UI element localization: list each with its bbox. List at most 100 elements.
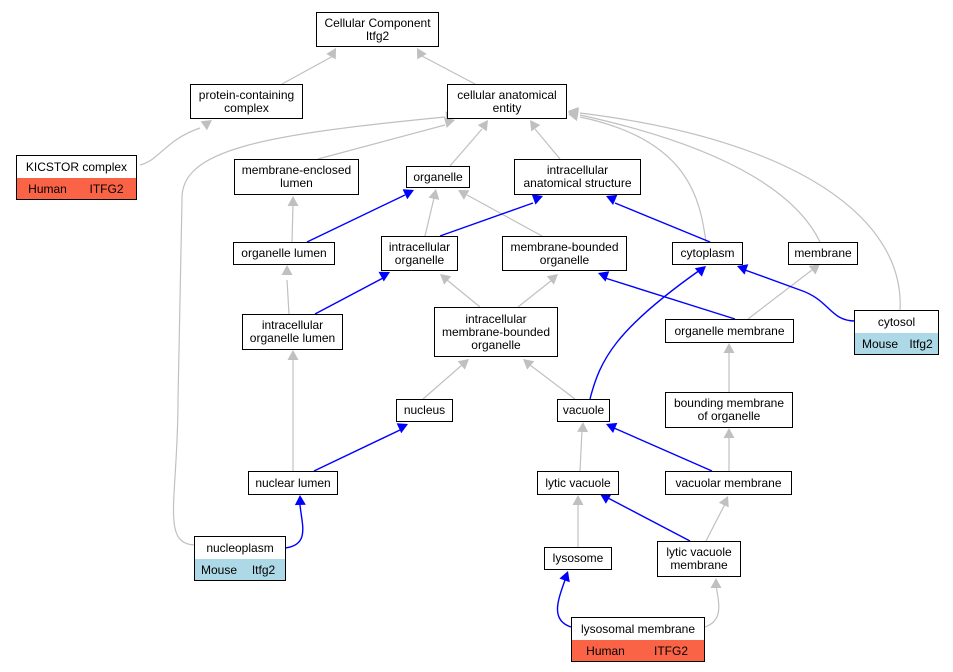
edge-nuclearlumen-nucleus-arrowhead <box>396 423 408 434</box>
edge-cytoplasm-entity <box>579 116 707 243</box>
edge-lumen-entity <box>317 124 446 160</box>
node-lytic-vacuole[interactable]: lytic vacuole <box>537 471 619 495</box>
edge-lysmem-lvm <box>704 584 720 628</box>
gene-node-nucleoplasm[interactable]: nucleoplasm Mouse Itfg2 <box>194 536 286 581</box>
edge-imbo-intraorg-arrowhead <box>440 274 452 285</box>
edge-mbo-organelle-arrowhead <box>458 190 470 200</box>
edge-lysosome-lyticvac-arrowhead <box>572 495 584 505</box>
edge-mbo-organelle <box>466 194 543 237</box>
node-lytic-vacuole-membrane[interactable]: lytic vacuole membrane <box>657 541 741 577</box>
edge-vacmem-vacuole-arrowhead <box>606 422 618 433</box>
gene-node-cytosol[interactable]: cytosol Mouse Itfg2 <box>854 310 939 355</box>
node-organelle-lumen[interactable]: organelle lumen <box>233 242 335 265</box>
edge-ias-entity <box>534 128 561 160</box>
edge-nuclearlumen-nucleus <box>313 429 401 472</box>
node-organelle-membrane[interactable]: organelle membrane <box>665 319 794 343</box>
edge-complex-root-arrowhead <box>326 48 336 60</box>
edge-nuclearlumen-iol-arrowhead <box>287 350 299 360</box>
edge-lysmem-lysosome-arrowhead <box>559 571 570 583</box>
node-protein-containing-complex[interactable]: protein-containing complex <box>190 84 303 119</box>
edge-organellelumen-organelle <box>306 194 406 243</box>
edge-cytosol-cytoplasm-arrowhead <box>737 264 749 275</box>
node-lysosome[interactable]: lysosome <box>544 547 612 570</box>
edge-cytosol-entity <box>579 112 901 311</box>
edge-nucleoplasm-entity <box>172 116 446 546</box>
edge-imbo-mbo <box>517 279 553 308</box>
edge-vacuole-cytoplasm <box>589 269 701 400</box>
edge-cytoplasm-ias <box>614 202 711 243</box>
node-intracellular-organelle[interactable]: intracellular organelle <box>381 236 458 271</box>
edge-vacuole-cytoplasm-arrowhead <box>694 266 706 277</box>
edge-entity-root-arrowhead <box>417 48 427 60</box>
node-cellular-anatomical-entity[interactable]: cellular anatomical entity <box>447 84 567 119</box>
node-membrane-bounded-organelle[interactable]: membrane-bounded organelle <box>502 236 627 271</box>
edge-organellelumen-mel-arrowhead <box>287 196 299 206</box>
edge-nucleoplasm-nuclearlumen <box>284 504 304 549</box>
edge-lvm-vacmem <box>705 503 726 542</box>
node-intracellular-anatomical-structure[interactable]: intracellular anatomical structure <box>514 159 641 195</box>
edge-lysmem-lysosome <box>556 579 572 628</box>
gene-label: ITFG2 <box>638 640 704 661</box>
node-vacuole[interactable]: vacuole <box>557 399 610 422</box>
edge-iol-organellelumen-arrowhead <box>281 265 293 275</box>
edge-membrane-entity <box>579 114 821 243</box>
edge-imbo-mbo-arrowhead <box>546 274 558 285</box>
edge-bmo-orgmem-arrowhead <box>723 343 735 353</box>
gene-node-kicstor-complex[interactable]: KICSTOR complex Human ITFG2 <box>16 155 137 200</box>
gene-node-title: nucleoplasm <box>195 537 285 560</box>
edge-lvm-lyticvac-arrowhead <box>600 494 612 504</box>
edge-cytosol-cytoplasm <box>744 269 856 322</box>
edge-iol-intraorg-arrowhead <box>378 271 390 282</box>
edge-vacmem-bmo-arrowhead <box>723 428 735 438</box>
edge-organellelumen-organelle-arrowhead <box>402 189 414 200</box>
gene-node-title: cytosol <box>855 311 938 334</box>
edge-ias-entity-arrowhead <box>530 120 541 132</box>
node-bounding-membrane-of-organelle[interactable]: bounding membrane of organelle <box>665 392 793 428</box>
gene-label: ITFG2 <box>77 178 136 199</box>
edge-orgmem-mbo <box>604 277 736 320</box>
node-organelle[interactable]: organelle <box>406 166 470 188</box>
edge-organelle-entity <box>449 128 483 167</box>
node-membrane[interactable]: membrane <box>788 242 858 265</box>
edge-iol-intraorg <box>314 277 384 315</box>
edge-lyticvac-vacuole <box>579 429 583 472</box>
edge-nucleus-imbo-arrowhead <box>457 359 469 370</box>
edge-intraorg-ias <box>439 202 534 237</box>
edge-vacuole-imbo <box>529 364 576 400</box>
edge-orgmem-membrane-arrowhead <box>808 264 820 275</box>
node-cellular-component-root[interactable]: Cellular Component Itfg2 <box>316 12 439 47</box>
edge-intraorg-organelle-arrowhead <box>428 189 440 200</box>
edge-kicstor-complex-arrowhead <box>200 120 212 131</box>
species-label: Human <box>572 640 640 661</box>
gene-node-lysosomal-membrane[interactable]: lysosomal membrane Human ITFG2 <box>571 617 705 662</box>
node-membrane-enclosed-lumen[interactable]: membrane-enclosed lumen <box>234 159 359 195</box>
edge-cytosol-entity-arrowhead <box>568 106 579 118</box>
species-label: Mouse <box>195 559 244 580</box>
edge-organelle-entity-arrowhead <box>477 120 488 132</box>
node-nuclear-lumen[interactable]: nuclear lumen <box>248 471 338 495</box>
edge-organellelumen-mel <box>291 204 294 243</box>
edge-intraorg-organelle <box>424 197 435 237</box>
species-label: Mouse <box>855 333 906 354</box>
edge-nucleus-imbo <box>422 364 463 400</box>
edge-intraorg-ias-arrowhead <box>531 194 543 205</box>
edge-lyticvac-vacuole-arrowhead <box>577 422 589 433</box>
edge-vacuole-imbo-arrowhead <box>523 359 535 370</box>
edge-lvm-vacmem-arrowhead <box>718 496 729 508</box>
node-cytoplasm[interactable]: cytoplasm <box>672 242 743 265</box>
node-intracellular-membrane-bounded-organelle[interactable]: intracellular membrane-bounded organelle <box>434 307 558 357</box>
edge-nucleoplasm-nuclearlumen-arrowhead <box>294 495 306 506</box>
node-vacuolar-membrane[interactable]: vacuolar membrane <box>665 471 792 495</box>
gene-label: Itfg2 <box>904 333 938 354</box>
edge-orgmem-membrane <box>747 269 813 320</box>
edge-imbo-intraorg <box>446 279 481 308</box>
node-nucleus[interactable]: nucleus <box>396 399 453 422</box>
edge-lvm-lyticvac <box>607 497 691 542</box>
edge-complex-root <box>281 54 336 85</box>
gene-node-title: KICSTOR complex <box>17 156 136 179</box>
edge-vacmem-vacuole <box>613 427 713 472</box>
gene-label: Itfg2 <box>242 559 285 580</box>
node-intracellular-organelle-lumen[interactable]: intracellular organelle lumen <box>242 314 343 350</box>
edge-orgmem-mbo-arrowhead <box>598 271 610 282</box>
